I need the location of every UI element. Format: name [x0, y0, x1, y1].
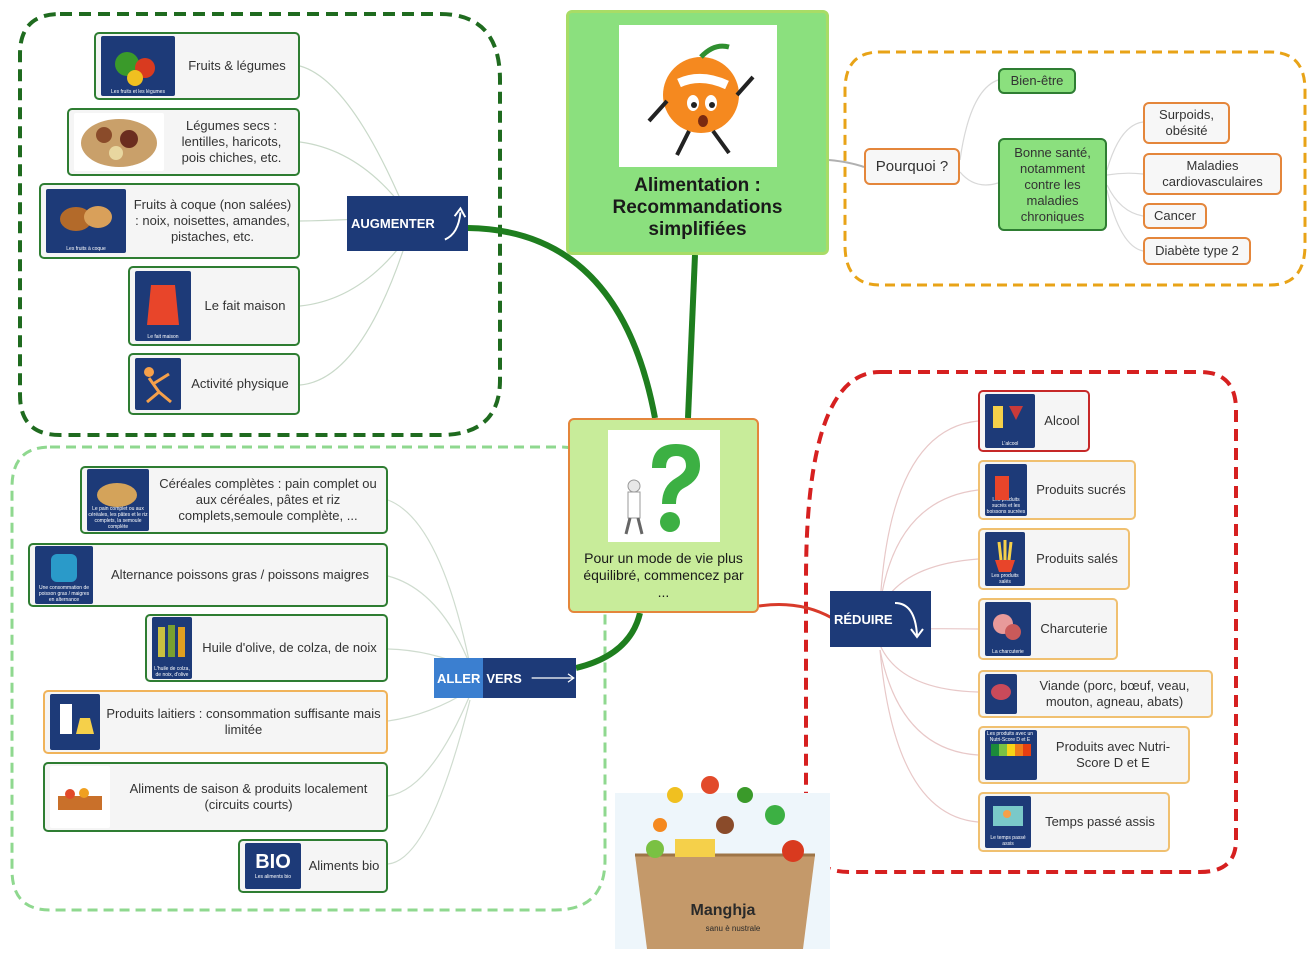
charcuterie-thumbnail: La charcuterie — [985, 602, 1031, 656]
vers-label: VERS — [486, 670, 522, 686]
cancer-node[interactable]: Cancer — [1143, 203, 1207, 229]
legumes-secs-thumbnail — [74, 113, 164, 171]
trunk-reduire — [758, 603, 833, 620]
reduire-label: RÉDUIRE — [834, 611, 893, 627]
item-text: Légumes secs : lentilles, haricots, pois… — [181, 118, 282, 165]
augmenter-item-legumes-secs[interactable]: Légumes secs : lentilles, haricots, pois… — [67, 108, 300, 176]
aller-label: ALLER — [434, 658, 484, 698]
aller-vers-branch[interactable]: ALLER VERS — [434, 658, 576, 698]
arrow-up-icon — [444, 206, 466, 240]
fruits-legumes-thumbnail: Les fruits et les légumes — [101, 36, 175, 96]
yoga-thumbnail — [135, 358, 181, 410]
question-mark-image — [607, 430, 720, 542]
dairy-thumbnail — [50, 694, 100, 750]
map-title: Alimentation : Recommandations simplifié… — [612, 175, 783, 240]
item-text: Huile d'olive, de colza, de noix — [202, 640, 377, 655]
aller-vers-item-huile[interactable]: L'huile de colza, de noix, d'olive Huile… — [145, 614, 388, 682]
item-text: Céréales complètes : pain complet ou aux… — [159, 476, 377, 523]
trunk-augmenter — [467, 225, 658, 419]
meat-thumbnail — [985, 674, 1017, 714]
item-text: Le fait maison — [204, 298, 286, 313]
aller-vers-item-bio[interactable]: BIO Les aliments bio Aliments bio — [238, 839, 388, 893]
surpoids-node[interactable]: Surpoids, obésité — [1143, 102, 1230, 144]
manghja-bag-illustration: Manghja sanu è nustrale — [615, 765, 830, 949]
augmenter-label: AUGMENTER — [351, 216, 435, 231]
item-text: Produits avec Nutri-Score D et E — [1055, 739, 1171, 770]
title-node[interactable]: Alimentation : Recommandations simplifié… — [566, 10, 829, 255]
aller-vers-group-outline — [10, 445, 607, 912]
item-text: Produits laitiers : consommation suffisa… — [106, 706, 381, 737]
item-text: Viande (porc, bœuf, veau, mouton, agneau… — [1039, 678, 1190, 709]
center-text: Pour un mode de vie plus équilibré, comm… — [583, 550, 744, 600]
oil-bottles-thumbnail: L'huile de colza, de noix, d'olive — [152, 617, 192, 679]
apron-thumbnail: Le fait maison — [135, 271, 191, 341]
reduire-branches — [879, 420, 979, 823]
aller-vers-item-cereales[interactable]: Le pain complet ou aux céréales, les pât… — [80, 466, 388, 534]
reduire-item-assis[interactable]: Le temps passé assis Temps passé assis — [978, 792, 1170, 852]
item-text: Alcool — [1044, 413, 1080, 428]
diabete-node[interactable]: Diabète type 2 — [1143, 237, 1251, 265]
reduire-item-sales[interactable]: Les produits salés Produits salés — [978, 528, 1130, 590]
reduire-item-nutriscore[interactable]: Les produits avec un Nutri-Score D et E … — [978, 726, 1190, 784]
item-text: Temps passé assis — [1045, 814, 1155, 829]
orange-mascot-image — [618, 25, 777, 167]
trunk-pourquoi — [828, 159, 865, 168]
center-node[interactable]: Pour un mode de vie plus équilibré, comm… — [568, 418, 759, 613]
augmenter-item-fruits-legumes[interactable]: Les fruits et les légumes Fruits & légum… — [94, 32, 300, 100]
maladies-cardiovasculaires-node[interactable]: Maladies cardiovasculaires — [1143, 153, 1282, 195]
arrow-right-icon — [531, 673, 575, 683]
cereales-thumbnail: Le pain complet ou aux céréales, les pât… — [87, 469, 149, 531]
augmenter-item-fruits-coque[interactable]: Les fruits à coque Fruits à coque (non s… — [39, 183, 300, 259]
pourquoi-group-outline — [843, 50, 1307, 287]
reduire-item-charcuterie[interactable]: La charcuterie Charcuterie — [978, 598, 1118, 660]
item-text: Fruits à coque (non salées) : noix, nois… — [133, 197, 292, 244]
item-text: Aliments de saison & produits localement… — [129, 781, 368, 812]
aller-vers-item-saison[interactable]: Aliments de saison & produits localement… — [43, 762, 388, 832]
reduire-branch[interactable]: RÉDUIRE — [830, 591, 931, 647]
item-text: Charcuterie — [1040, 621, 1108, 636]
item-text: Activité physique — [191, 376, 289, 391]
reduire-item-viande[interactable]: Viande (porc, bœuf, veau, mouton, agneau… — [978, 670, 1213, 718]
sitting-thumbnail: Le temps passé assis — [985, 796, 1031, 848]
item-text: Aliments bio — [308, 858, 380, 873]
augmenter-group-outline — [18, 12, 502, 437]
market-thumbnail — [50, 766, 110, 828]
bien-etre-node[interactable]: Bien-être — [998, 68, 1076, 94]
aller-vers-item-laitiers[interactable]: Produits laitiers : consommation suffisa… — [43, 690, 388, 754]
augmenter-item-fait-maison[interactable]: Le fait maison Le fait maison — [128, 266, 300, 346]
aller-vers-item-poissons[interactable]: Une consommation de poisson gras / maigr… — [28, 543, 388, 607]
pourquoi-branches — [959, 79, 1144, 252]
alcohol-thumbnail: L'alcool — [985, 394, 1035, 448]
fruits-coque-thumbnail: Les fruits à coque — [46, 189, 126, 253]
item-text: Produits sucrés — [1036, 482, 1126, 497]
item-text: Fruits & légumes — [188, 58, 286, 73]
salty-thumbnail: Les produits salés — [985, 532, 1025, 586]
item-text: Produits salés — [1036, 551, 1118, 566]
bag-brand: Manghja — [691, 902, 756, 919]
augmenter-item-activite[interactable]: Activité physique — [128, 353, 300, 415]
trunk-aller-vers — [575, 612, 643, 671]
sugar-thumbnail: Les produits sucrés et les boissons sucr… — [985, 464, 1027, 516]
trunk-title-center — [685, 254, 698, 419]
pourquoi-node[interactable]: Pourquoi ? — [864, 148, 960, 185]
item-text: Alternance poissons gras / poissons maig… — [111, 567, 369, 582]
bonne-sante-node[interactable]: Bonne santé, notamment contre les maladi… — [998, 138, 1107, 231]
augmenter-branch[interactable]: AUGMENTER — [347, 196, 468, 251]
arrow-down-icon — [894, 602, 924, 639]
bag-tagline: sanu è nustrale — [706, 924, 761, 933]
nutriscore-thumbnail: Les produits avec un Nutri-Score D et E — [985, 730, 1037, 780]
reduire-item-alcool[interactable]: L'alcool Alcool — [978, 390, 1090, 452]
bio-thumbnail: BIO Les aliments bio — [245, 843, 301, 889]
reduire-item-sucres[interactable]: Les produits sucrés et les boissons sucr… — [978, 460, 1136, 520]
fish-can-thumbnail: Une consommation de poisson gras / maigr… — [35, 546, 93, 604]
